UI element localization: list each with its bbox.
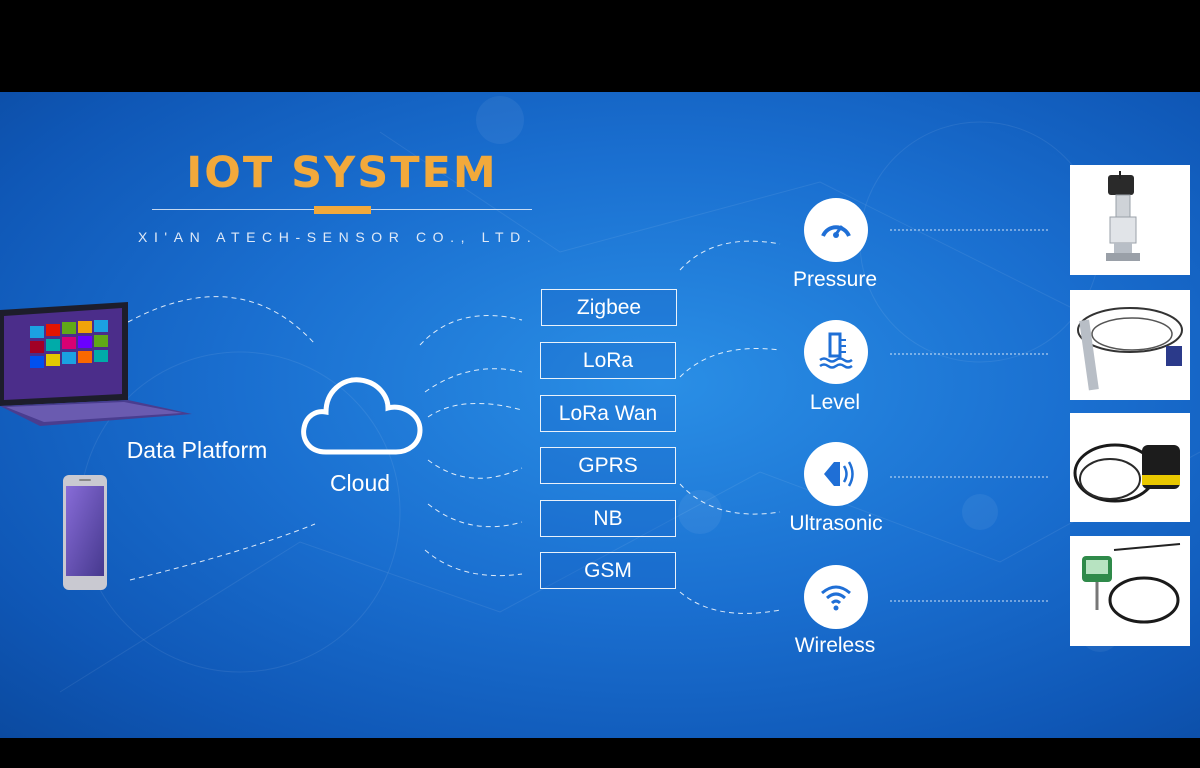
- protocol-lora-wan: LoRa Wan: [540, 395, 676, 432]
- protocol-gsm: GSM: [540, 552, 676, 589]
- wifi-icon: [821, 585, 851, 611]
- cloud-label: Cloud: [329, 470, 391, 496]
- smartphone-icon: [63, 475, 107, 590]
- pressure-transmitter-icon: [1106, 171, 1140, 261]
- ultrasonic-sensor-node: [804, 442, 868, 506]
- page-title: IOT SYSTEM: [186, 148, 498, 198]
- protocol-nb: NB: [540, 500, 676, 537]
- pressure-sensor-node: [804, 198, 868, 262]
- sensor-label-pressure: Pressure: [792, 268, 878, 291]
- product-level-transmitter: [1070, 290, 1190, 400]
- gauge-icon: [821, 225, 851, 238]
- sensor-label-wireless: Wireless: [794, 634, 876, 657]
- cloud-image: [298, 368, 428, 464]
- title-accent-bar: [314, 206, 371, 214]
- cloud-icon: [301, 377, 423, 455]
- sensor-label-ultrasonic: Ultrasonic: [789, 512, 883, 535]
- wireless-sensor-node: [804, 565, 868, 629]
- product-ultrasonic-sensor: [1070, 413, 1190, 522]
- water-level-icon: [819, 332, 853, 369]
- data-platform-label: Data Platform: [126, 437, 268, 463]
- protocol-zigbee: Zigbee: [541, 289, 677, 326]
- level-transmitter-icon: [1077, 307, 1183, 391]
- product-pressure-transmitter: [1070, 165, 1190, 275]
- ultrasonic-sensor-icon: [1073, 443, 1180, 503]
- sensor-label-level: Level: [809, 391, 861, 414]
- protocol-lora: LoRa: [540, 342, 676, 379]
- tablet-icon: [0, 302, 192, 426]
- diagram-panel: IOT SYSTEM XI'AN ATECH-SENSOR CO., LTD.: [0, 92, 1200, 738]
- company-subtitle: XI'AN ATECH-SENSOR CO., LTD.: [138, 229, 538, 245]
- product-wireless-transmitter: [1070, 536, 1190, 646]
- tablet-image: [0, 302, 200, 427]
- protocol-gprs: GPRS: [540, 447, 676, 484]
- wireless-transmitter-icon: [1082, 543, 1181, 624]
- ultrasonic-icon: [824, 461, 854, 487]
- top-letterbox: [0, 0, 1200, 92]
- bottom-letterbox: [0, 738, 1200, 768]
- phone-image: [63, 475, 107, 590]
- level-sensor-node: [804, 320, 868, 384]
